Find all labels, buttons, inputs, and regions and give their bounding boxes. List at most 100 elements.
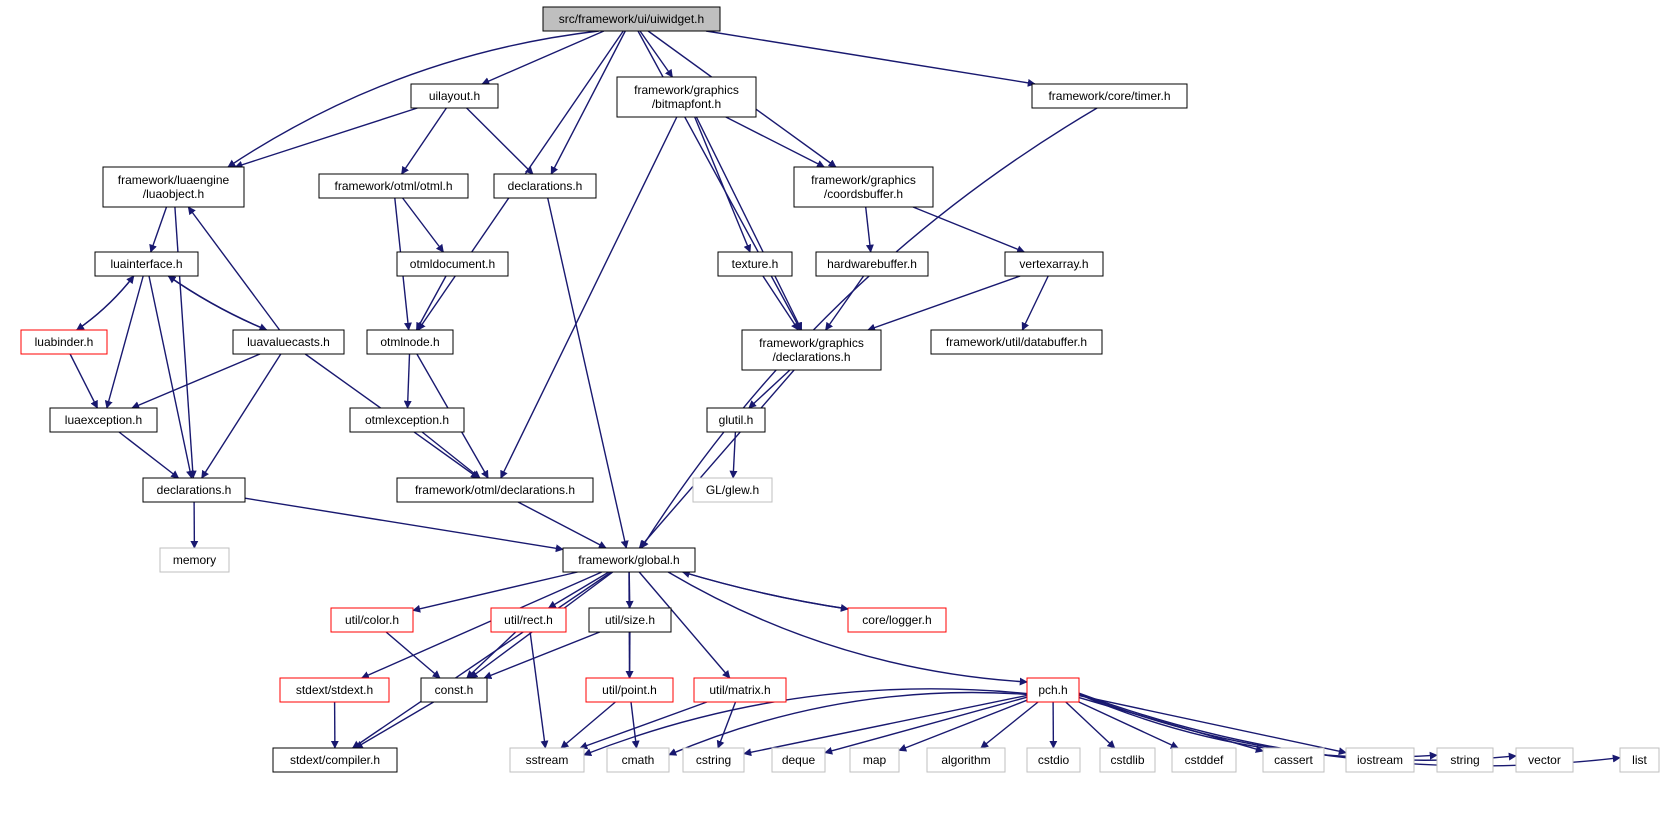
node-deque-box [771,747,826,773]
node-constn[interactable]: const.h [420,677,488,703]
node-otmlexception[interactable]: otmlexception.h [349,407,465,433]
node-timer[interactable]: framework/core/timer.h [1031,83,1188,109]
edge-rect-to-sstream [529,631,549,749]
node-otmlnode[interactable]: otmlnode.h [366,329,454,355]
node-luaobject-label-1: framework/luaengine [118,173,230,187]
node-luaobject[interactable]: framework/luaengine/luaobject.h [102,166,245,208]
node-point[interactable]: util/point.h [585,677,674,703]
node-cassert-box [1262,747,1325,773]
node-stdext[interactable]: stdext/stdext.h [279,677,390,703]
edge-root-to-uilayout [481,30,605,85]
edge-color-to-constn [385,631,441,679]
node-otmldocument[interactable]: otmldocument.h [396,251,509,277]
edge-luavaluecasts-to-luaexception [131,353,261,409]
edge-luadecl-to-global [244,497,564,553]
node-logger[interactable]: core/logger.h [847,607,947,633]
node-otmlnode-label-1: otmlnode.h [380,335,439,349]
node-luainterface[interactable]: luainterface.h [94,251,199,277]
edge-coordsbuffer-to-hardwarebuffer [865,206,874,253]
node-cassert[interactable]: cassert [1262,747,1325,773]
node-cstddef[interactable]: cstddef [1171,747,1237,773]
node-luavaluecasts[interactable]: luavaluecasts.h [232,329,345,355]
edge-otmlnode-to-otmlexception [403,353,412,409]
node-pch[interactable]: pch.h [1026,677,1080,703]
node-size[interactable]: util/size.h [588,607,672,633]
node-cstdlib-box [1099,747,1156,773]
node-glew-box [692,477,773,503]
node-cstring-box [682,747,745,773]
node-bitmapfont-label-1: framework/graphics [634,83,739,97]
node-compiler[interactable]: stdext/compiler.h [272,747,398,773]
node-luadecl-box [142,477,246,503]
edge-size-to-constn [483,631,601,680]
node-luavaluecasts-box [232,329,345,355]
edge-hardwarebuffer-to-gfxdecl [825,275,865,331]
node-timer-box [1031,83,1188,109]
node-sstream[interactable]: sstream [509,747,585,773]
edge-point-to-cmath [630,701,640,749]
edge-vertexarray-to-gfxdecl [867,275,1021,332]
node-vector[interactable]: vector [1515,747,1574,773]
node-rect-box [490,607,567,633]
node-map-label-1: map [863,753,887,767]
node-list-box [1619,747,1660,773]
edge-global-to-compiler [351,571,612,749]
node-databuffer[interactable]: framework/util/databuffer.h [930,329,1103,355]
node-matrix[interactable]: util/matrix.h [693,677,787,703]
node-hardwarebuffer[interactable]: hardwarebuffer.h [815,251,929,277]
node-uidecl-label-1: declarations.h [508,179,583,193]
node-texture[interactable]: texture.h [717,251,793,277]
node-coordsbuffer[interactable]: framework/graphics/coordsbuffer.h [793,166,934,208]
node-stdext-box [279,677,390,703]
node-root[interactable]: src/framework/ui/uiwidget.h [542,6,721,32]
node-map[interactable]: map [849,747,900,773]
node-string[interactable]: string [1436,747,1494,773]
edge-bitmapfont-to-coordsbuffer [725,116,825,168]
edge-pch-to-cstring [743,694,1028,757]
node-deque[interactable]: deque [771,747,826,773]
node-luaexception[interactable]: luaexception.h [49,407,158,433]
node-list-label-1: list [1632,753,1647,767]
node-memory[interactable]: memory [159,547,230,573]
node-otmldecl[interactable]: framework/otml/declarations.h [396,477,594,503]
node-deque-label-1: deque [782,753,816,767]
node-otmldecl-box [396,477,594,503]
node-list[interactable]: list [1619,747,1660,773]
node-string-box [1436,747,1494,773]
node-cmath[interactable]: cmath [606,747,670,773]
node-otmlh[interactable]: framework/otml/otml.h [318,173,469,199]
node-luaexception-label-1: luaexception.h [65,413,142,427]
node-algorithm[interactable]: algorithm [926,747,1006,773]
node-size-box [588,607,672,633]
node-uidecl[interactable]: declarations.h [493,173,597,199]
node-global[interactable]: framework/global.h [562,547,696,573]
edge-root-to-gfxdecl [637,30,802,331]
node-vertexarray-label-1: vertexarray.h [1019,257,1088,271]
node-cstdio[interactable]: cstdio [1026,747,1081,773]
node-uilayout-box [410,83,499,109]
edge-root-to-bitmapfont [639,30,673,78]
node-luadecl[interactable]: declarations.h [142,477,246,503]
node-cstdio-label-1: cstdio [1038,753,1070,767]
node-color[interactable]: util/color.h [330,607,414,633]
node-luavaluecasts-label-1: luavaluecasts.h [247,335,330,349]
node-luadecl-label-1: declarations.h [157,483,232,497]
node-gfxdecl[interactable]: framework/graphics/declarations.h [741,329,882,371]
node-uilayout[interactable]: uilayout.h [410,83,499,109]
node-cstdlib[interactable]: cstdlib [1099,747,1156,773]
edge-root-to-luaobject [227,30,599,168]
edge-matrix-to-sstream [579,701,708,750]
node-bitmapfont[interactable]: framework/graphics/bitmapfont.h [616,76,757,118]
node-iostream-box [1345,747,1415,773]
node-glutil[interactable]: glutil.h [706,407,766,433]
node-sstream-label-1: sstream [526,753,569,767]
node-glew[interactable]: GL/glew.h [692,477,773,503]
node-rect[interactable]: util/rect.h [490,607,567,633]
node-iostream[interactable]: iostream [1345,747,1415,773]
edge-pch-to-cstdlib [1065,701,1116,749]
node-cstring[interactable]: cstring [682,747,745,773]
node-luabinder[interactable]: luabinder.h [20,329,108,355]
node-glew-label-1: GL/glew.h [706,483,759,497]
node-otmldecl-label-1: framework/otml/declarations.h [415,483,575,497]
node-vertexarray[interactable]: vertexarray.h [1004,251,1104,277]
